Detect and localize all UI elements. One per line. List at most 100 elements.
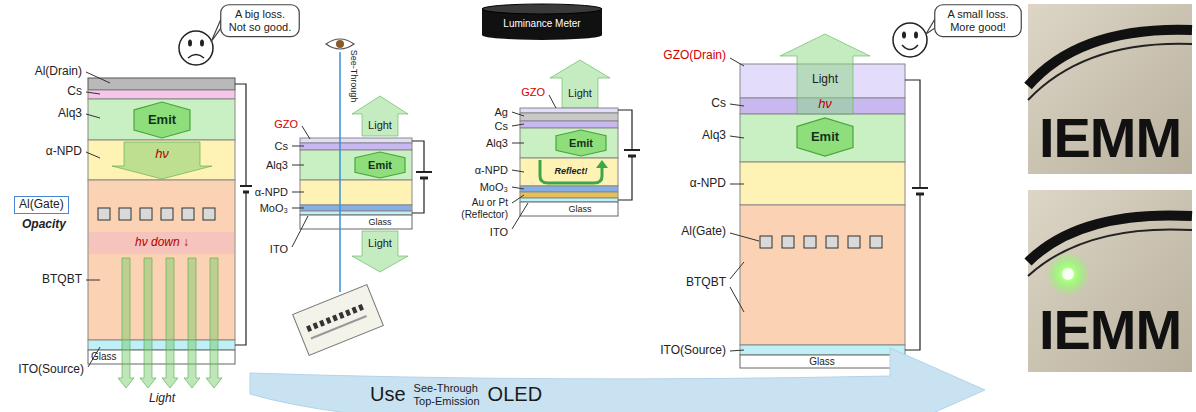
luminance-meter-text: Luminance Meter [503, 18, 580, 30]
layer-label: Glass [568, 204, 591, 214]
speech-bubble: A big loss. Not so good. [220, 4, 300, 37]
leader-line [512, 187, 524, 189]
leader-line [292, 146, 304, 147]
device-layer-stack [300, 138, 412, 229]
gate-electrode [826, 236, 838, 248]
device-layer-stack [88, 140, 235, 180]
layer-label: Alq3 [702, 129, 726, 143]
layer-label: Glass [91, 351, 117, 363]
light-arrow [352, 231, 408, 272]
device-layer-stack [740, 114, 905, 162]
happy-face [902, 45, 918, 50]
light-arrow [550, 60, 610, 108]
device-layer-stack [740, 345, 905, 355]
gate-electrode [760, 236, 882, 248]
device-layer-stack [300, 211, 412, 215]
leader-line [512, 203, 528, 229]
process-arrow-shape [250, 328, 985, 412]
emit-arrow: Emit [797, 118, 853, 156]
light-label: Light [568, 87, 592, 100]
emit-arrow: Emit [556, 130, 606, 156]
gate-electrode [804, 236, 816, 248]
paper-icon [352, 307, 358, 314]
caption-group: OLED [488, 383, 542, 406]
photon-label: hν [155, 147, 169, 162]
device-layer-stack [88, 78, 235, 90]
sad-face [179, 31, 213, 65]
layer-label: Cs [495, 120, 508, 133]
device-layer-stack [300, 143, 412, 150]
paper-icon [313, 322, 319, 329]
eye-icon [336, 40, 344, 48]
battery-wire [235, 84, 246, 186]
sight-line [340, 52, 341, 292]
layer-label: MoO₃ [480, 181, 508, 194]
sight-line [339, 52, 341, 292]
leader-line [730, 262, 744, 279]
speech-bubble-text: A small loss. More good! [940, 8, 1016, 33]
paper-icon [339, 312, 345, 319]
emit-arrow-text: Emit [148, 113, 176, 128]
emit-arrow-text: Emit [569, 137, 593, 150]
bubble-tail [926, 19, 935, 34]
gate-electrode [98, 208, 215, 220]
paper-icon [332, 314, 338, 321]
layer-label: Cs [67, 85, 82, 99]
photo-on [1062, 268, 1074, 280]
battery-wire [235, 192, 246, 345]
luminance-meter: Luminance Meter [482, 4, 602, 40]
leader-line [292, 192, 304, 193]
paper-icon [311, 315, 367, 339]
layer-label: ITO [490, 226, 508, 239]
photo-text: IEMM [1039, 298, 1181, 362]
layer-label: ITO [270, 243, 288, 256]
arrow-caption-text: OLED [488, 383, 542, 406]
layer-label: Alq3 [266, 159, 288, 172]
leader-line [86, 72, 110, 83]
light-arrow [550, 60, 610, 108]
device-layer-stack [520, 108, 618, 216]
device-layer-stack [520, 113, 618, 121]
meter-body [482, 30, 602, 40]
layer-label: GZO [521, 86, 545, 99]
gate-electrode [98, 208, 110, 220]
arrow-caption-text: Top-Emission [414, 395, 480, 408]
device-layer-stack [300, 150, 412, 180]
light-arrow [112, 142, 212, 179]
battery-wire [905, 80, 928, 350]
layer-label: ITO(Source) [18, 363, 84, 377]
paper-icon [293, 285, 384, 356]
device-layer-stack [88, 99, 235, 140]
device-layer-stack [520, 128, 618, 158]
device-layer-stack [520, 121, 618, 128]
battery-wire [412, 141, 432, 213]
happy-face [914, 32, 918, 39]
sight-label: See-Through [349, 50, 359, 103]
device-layer-stack [520, 198, 618, 202]
gate-electrode [848, 236, 860, 248]
eye-icon [326, 39, 354, 49]
battery-wire [235, 84, 252, 345]
light-arrow [352, 96, 408, 136]
leader-line [512, 112, 524, 116]
light-arrow [780, 34, 870, 114]
device-layer-stack [520, 186, 618, 192]
gate-electrode [870, 236, 882, 248]
leader-line [730, 104, 744, 106]
process-arrow-shape [250, 348, 985, 412]
paper-icon [293, 285, 384, 356]
light-arrow [184, 258, 200, 388]
device-layer-stack [520, 192, 618, 198]
battery-wire [240, 185, 252, 187]
device-layer-stack [300, 215, 412, 229]
emit-shape [797, 118, 853, 156]
layer-label: Alq3 [486, 137, 508, 150]
layer-label: Au or Pt (Reflector) [444, 197, 508, 220]
caption-group: See-ThroughTop-Emission [414, 382, 480, 407]
battery-wire [416, 171, 432, 173]
layer-label: Ag [495, 106, 508, 119]
leader-line [86, 114, 100, 118]
bubble-tail [211, 19, 221, 42]
photo-text: IEMM [1039, 106, 1181, 170]
